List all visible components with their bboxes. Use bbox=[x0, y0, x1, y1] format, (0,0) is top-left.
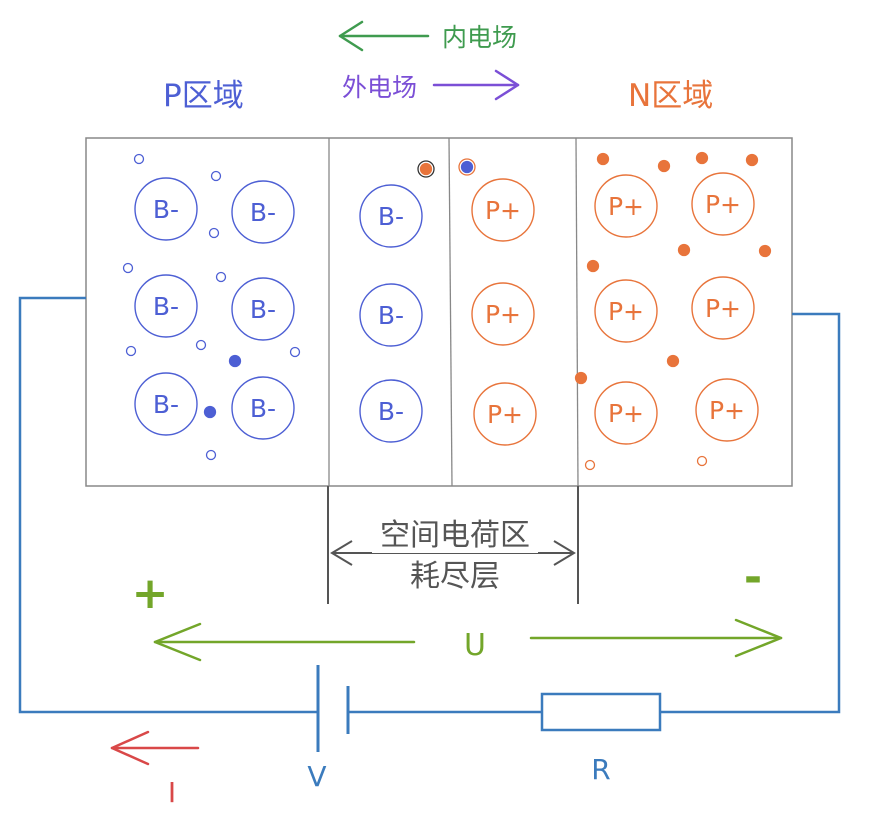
n-region-label: N区域 bbox=[628, 78, 713, 114]
electron-carrier bbox=[758, 244, 772, 258]
electron-carrier bbox=[666, 354, 680, 368]
acceptor-ion: B- bbox=[231, 277, 295, 341]
electron-carrier bbox=[695, 151, 709, 165]
depletion-right-boundary bbox=[575, 137, 579, 487]
acceptor-ion: B- bbox=[231, 376, 295, 440]
acceptor-ion: B- bbox=[134, 177, 198, 241]
ions-layer: B- B- B- B- B- B- B- B- B- P+ P+ P+ P+ P+ P+ P+ P+ P+ bbox=[134, 172, 759, 446]
hole-carrier bbox=[208, 227, 220, 239]
circuit-wire bbox=[18, 296, 841, 714]
ion-label: P+ bbox=[608, 297, 644, 326]
donor-ion: P+ bbox=[471, 178, 535, 242]
donor-ion: P+ bbox=[594, 279, 658, 343]
electron-carrier bbox=[228, 354, 242, 368]
ion-label: P+ bbox=[487, 400, 523, 429]
ion-label: P+ bbox=[608, 399, 644, 428]
donor-ion: P+ bbox=[594, 381, 658, 445]
p-region-label: P区域 bbox=[163, 78, 244, 114]
ion-label: B- bbox=[250, 394, 276, 423]
current-arrow bbox=[110, 730, 200, 766]
hole-carrier bbox=[122, 262, 134, 274]
hole-carrier bbox=[125, 345, 137, 357]
junction-boundary bbox=[448, 137, 453, 487]
electron-carrier bbox=[677, 243, 691, 257]
carriers-layer bbox=[122, 151, 772, 471]
outer-field-arrow bbox=[432, 69, 520, 101]
hole-carrier bbox=[133, 153, 145, 165]
current-label: I bbox=[168, 776, 176, 809]
hole-carrier bbox=[205, 449, 217, 461]
ion-label: B- bbox=[378, 301, 404, 330]
acceptor-ion: B- bbox=[134, 372, 198, 436]
inner-field-arrow bbox=[338, 20, 430, 52]
hole-carrier bbox=[195, 339, 207, 351]
electron-carrier bbox=[586, 259, 600, 273]
hole-carrier bbox=[210, 170, 222, 182]
ion-label: B- bbox=[153, 292, 179, 321]
hole-carrier bbox=[584, 459, 596, 471]
voltage-arrow-left bbox=[153, 622, 416, 662]
acceptor-ion: B- bbox=[359, 379, 423, 443]
ion-label: P+ bbox=[608, 192, 644, 221]
ion-label: P+ bbox=[709, 396, 745, 425]
ion-label: B- bbox=[378, 202, 404, 231]
ion-label: P+ bbox=[705, 190, 741, 219]
donor-ion: P+ bbox=[471, 282, 535, 346]
electron-carrier bbox=[745, 153, 759, 167]
outer-field-label: 外电场 bbox=[342, 73, 417, 102]
ion-label: B- bbox=[378, 397, 404, 426]
voltage-label: U bbox=[464, 628, 486, 663]
resistor-label: R bbox=[591, 753, 610, 786]
acceptor-ion: B- bbox=[359, 283, 423, 347]
donor-ion: P+ bbox=[695, 378, 759, 442]
acceptor-ion: B- bbox=[231, 180, 295, 244]
donor-ion: P+ bbox=[473, 382, 537, 446]
electron-carrier bbox=[657, 159, 671, 173]
donor-ion: P+ bbox=[594, 174, 658, 238]
ion-label: B- bbox=[250, 295, 276, 324]
resistor bbox=[540, 692, 662, 732]
ion-label: B- bbox=[250, 198, 276, 227]
hole-with-electron-carrier bbox=[458, 158, 476, 176]
battery-label: V bbox=[307, 760, 326, 793]
negative-terminal-sign: - bbox=[744, 552, 762, 603]
donor-ion: P+ bbox=[691, 276, 755, 340]
acceptor-ion: B- bbox=[134, 274, 198, 338]
hole-carrier bbox=[696, 455, 708, 467]
donor-ion: P+ bbox=[691, 172, 755, 236]
electron-in-hole-carrier bbox=[417, 160, 435, 178]
depletion-layer-label: 耗尽层 bbox=[410, 559, 500, 594]
ion-label: P+ bbox=[705, 294, 741, 323]
ion-label: B- bbox=[153, 390, 179, 419]
electron-carrier bbox=[574, 371, 588, 385]
hole-carrier bbox=[289, 346, 301, 358]
ion-label: P+ bbox=[485, 196, 521, 225]
inner-field-label: 内电场 bbox=[442, 23, 517, 52]
electron-carrier bbox=[203, 405, 217, 419]
depletion-label-bg bbox=[400, 556, 510, 592]
battery bbox=[316, 665, 350, 752]
ion-label: P+ bbox=[485, 300, 521, 329]
ion-label: B- bbox=[153, 195, 179, 224]
hole-carrier bbox=[215, 271, 227, 283]
space-charge-label: 空间电荷区 bbox=[380, 518, 530, 553]
semiconductor-block bbox=[85, 137, 793, 487]
voltage-arrow-right bbox=[529, 618, 783, 658]
space-charge-label-bg bbox=[372, 515, 538, 553]
acceptor-ion: B- bbox=[359, 184, 423, 248]
electron-carrier bbox=[596, 152, 610, 166]
positive-terminal-sign: + bbox=[132, 568, 169, 619]
